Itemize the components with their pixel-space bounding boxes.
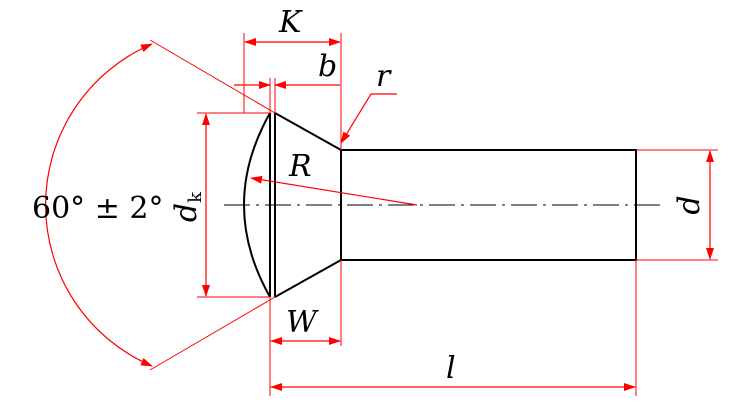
dim-angle-arc (44, 43, 153, 367)
label-d: d (672, 195, 707, 214)
extension-lines (149, 33, 718, 396)
head-cone-top (274, 112, 342, 151)
dimension-lines (44, 38, 714, 391)
label-dk: dk (169, 191, 206, 222)
label-b: b (318, 49, 337, 84)
label-R: R (288, 149, 312, 184)
label-dk-main: d (169, 203, 204, 222)
label-dk-sub: k (185, 191, 206, 203)
head-cone-bottom (274, 259, 342, 298)
label-dk-text: dk (169, 191, 206, 222)
dim-r-leader (340, 93, 397, 144)
label-r: r (376, 59, 392, 94)
label-d-text: d (672, 195, 707, 214)
label-W: W (286, 305, 319, 340)
dim-R-leader (250, 175, 418, 206)
label-angle: 60° ± 2° (32, 191, 163, 226)
label-K: K (278, 5, 303, 40)
label-l: l (446, 351, 456, 386)
